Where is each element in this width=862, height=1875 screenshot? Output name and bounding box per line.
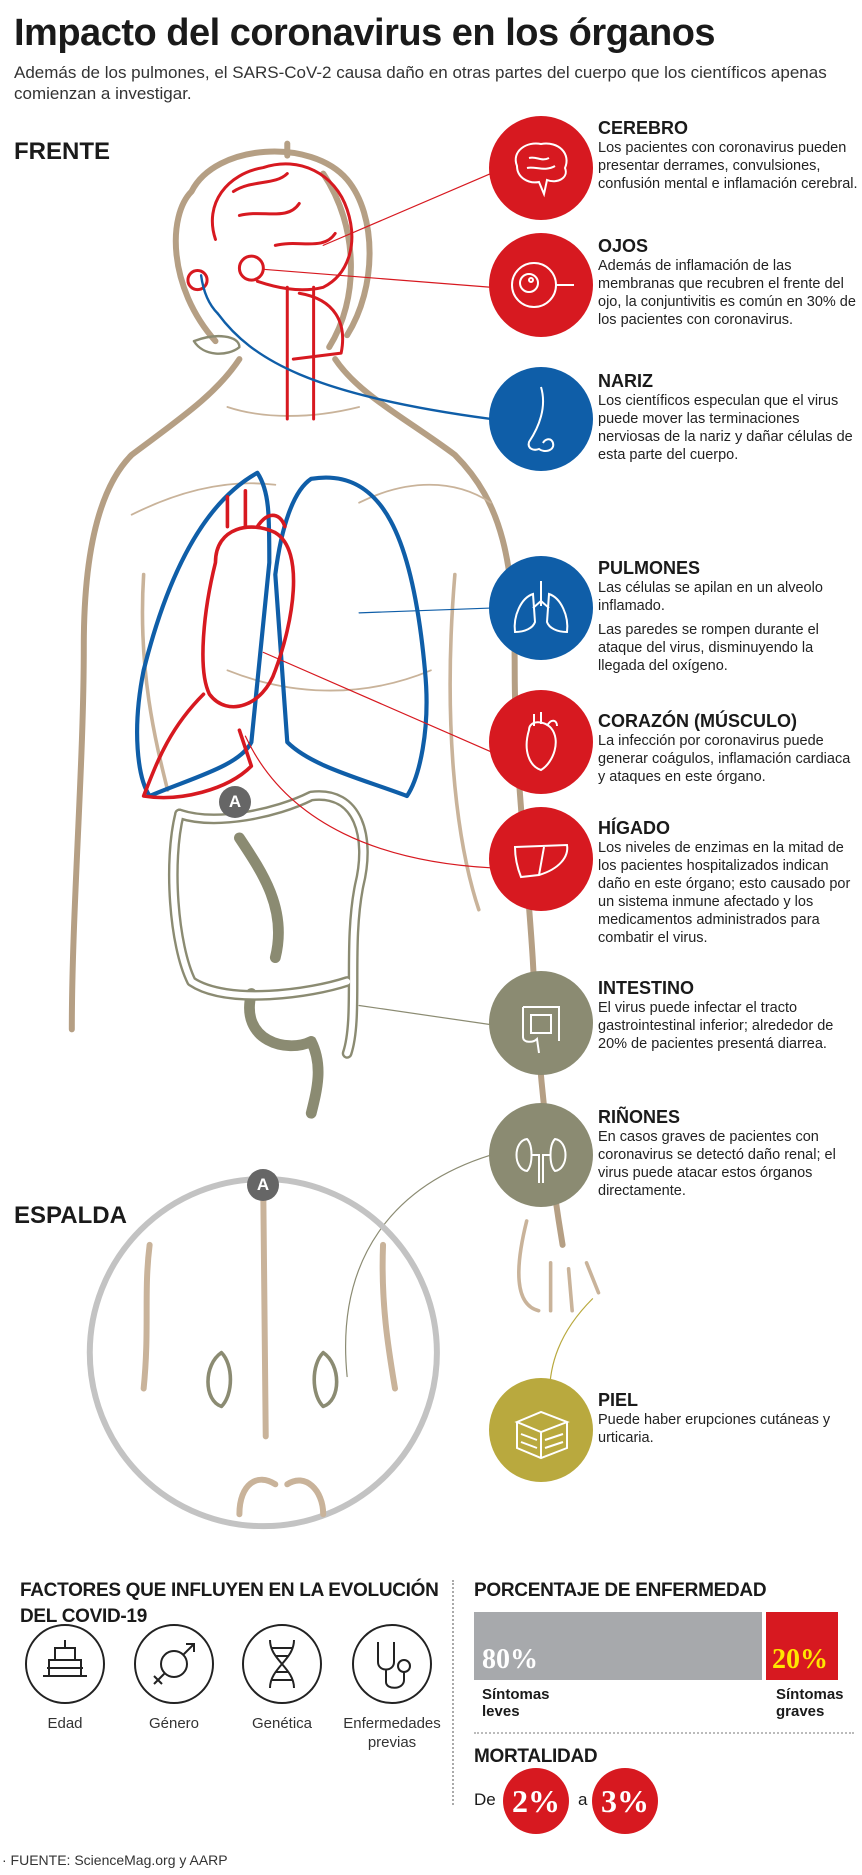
organ-text: Los niveles de enzimas en la mitad de lo…: [598, 840, 851, 946]
organ-text: El virus puede infectar el tracto gastro…: [598, 1000, 834, 1052]
disease-heading: PORCENTAJE DE ENFERMEDAD: [474, 1580, 767, 1601]
stethoscope-icon: [352, 1624, 432, 1704]
organ-title: RIÑONES: [598, 1107, 681, 1127]
organ-text: Las células se apilan en un alveolo infl…: [598, 580, 823, 614]
factor-edad: Edad: [10, 1624, 120, 1733]
brain-icon: [489, 116, 593, 220]
mild-bar: 80%: [474, 1612, 762, 1680]
organ-text: Las paredes se rompen durante el ataque …: [598, 622, 819, 674]
heart-icon: [489, 690, 593, 794]
organ-text: Puede haber erupciones cutáneas y urtica…: [598, 1412, 831, 1446]
organ-title: NARIZ: [598, 371, 653, 391]
dna-icon: [242, 1624, 322, 1704]
subtitle: Además de los pulmones, el SARS-CoV-2 ca…: [14, 63, 827, 103]
organ-title: CORAZÓN (MÚSCULO): [598, 711, 797, 731]
source: · FUENTE: ScienceMag.org y AARP: [2, 1852, 228, 1868]
mortality-to-label: a: [578, 1790, 588, 1809]
marker-a-front: A: [219, 786, 251, 818]
mortality-to: 3%: [592, 1768, 658, 1834]
organ-title: PULMONES: [598, 558, 701, 578]
organ-title: CEREBRO: [598, 118, 689, 138]
mortality-from-label: De: [474, 1790, 496, 1809]
mild-value: 80%: [482, 1644, 538, 1675]
factor-genero: Género: [119, 1624, 229, 1733]
divider: [452, 1580, 454, 1805]
divider: [474, 1732, 854, 1734]
severe-label: Síntomas graves: [776, 1686, 844, 1720]
gender-icon: [134, 1624, 214, 1704]
mortality-from: 2%: [503, 1768, 569, 1834]
organ-title: INTESTINO: [598, 978, 695, 998]
brain: [186, 162, 354, 421]
organ-title: PIEL: [598, 1390, 639, 1410]
back-label: ESPALDA: [14, 1202, 127, 1229]
severe-bar: 20%: [766, 1612, 838, 1680]
organ-text: Los científicos especulan que el virus p…: [598, 393, 853, 463]
cake-icon: [25, 1624, 105, 1704]
organ-text: Además de inflamación de las membranas q…: [598, 258, 856, 328]
lungs-icon: [489, 556, 593, 660]
heart: [141, 488, 296, 800]
severe-value: 20%: [772, 1644, 828, 1675]
page-title: Impacto del coronavirus en los órganos: [14, 12, 716, 54]
mortality-heading: MORTALIDAD: [474, 1746, 598, 1767]
intestine: [167, 790, 369, 1119]
organ-text: En casos graves de pacientes con coronav…: [598, 1129, 836, 1199]
factor-label: Género: [148, 1715, 200, 1732]
factors-heading: FACTORES QUE INFLUYEN EN LA EVOLUCIÓN DE…: [20, 1580, 439, 1627]
organ-text: Los pacientes con coronavirus pueden pre…: [598, 140, 858, 192]
factor-label: Enfermedades previas: [343, 1715, 441, 1751]
organ-text: La infección por coronavirus puede gener…: [598, 733, 851, 785]
nose-icon: [489, 367, 593, 471]
skin-icon: [489, 1378, 593, 1482]
factor-label: Edad: [47, 1715, 83, 1732]
factor-label: Genética: [251, 1715, 313, 1732]
organ-title: OJOS: [598, 236, 649, 256]
eye-icon: [489, 233, 593, 337]
marker-a-back: A: [247, 1169, 279, 1201]
front-label: FRENTE: [14, 138, 110, 165]
organ-corazon: CORAZÓN (MÚSCULO)La infección por corona…: [598, 711, 858, 786]
factor-enfermedades: Enfermedades previas: [337, 1624, 447, 1752]
intestine-icon: [489, 971, 593, 1075]
kidneys-icon: [489, 1103, 593, 1207]
liver-icon: [489, 807, 593, 911]
mild-label: Síntomas leves: [482, 1686, 550, 1720]
organ-title: HÍGADO: [598, 818, 670, 838]
factor-genetica: Genética: [227, 1624, 337, 1733]
